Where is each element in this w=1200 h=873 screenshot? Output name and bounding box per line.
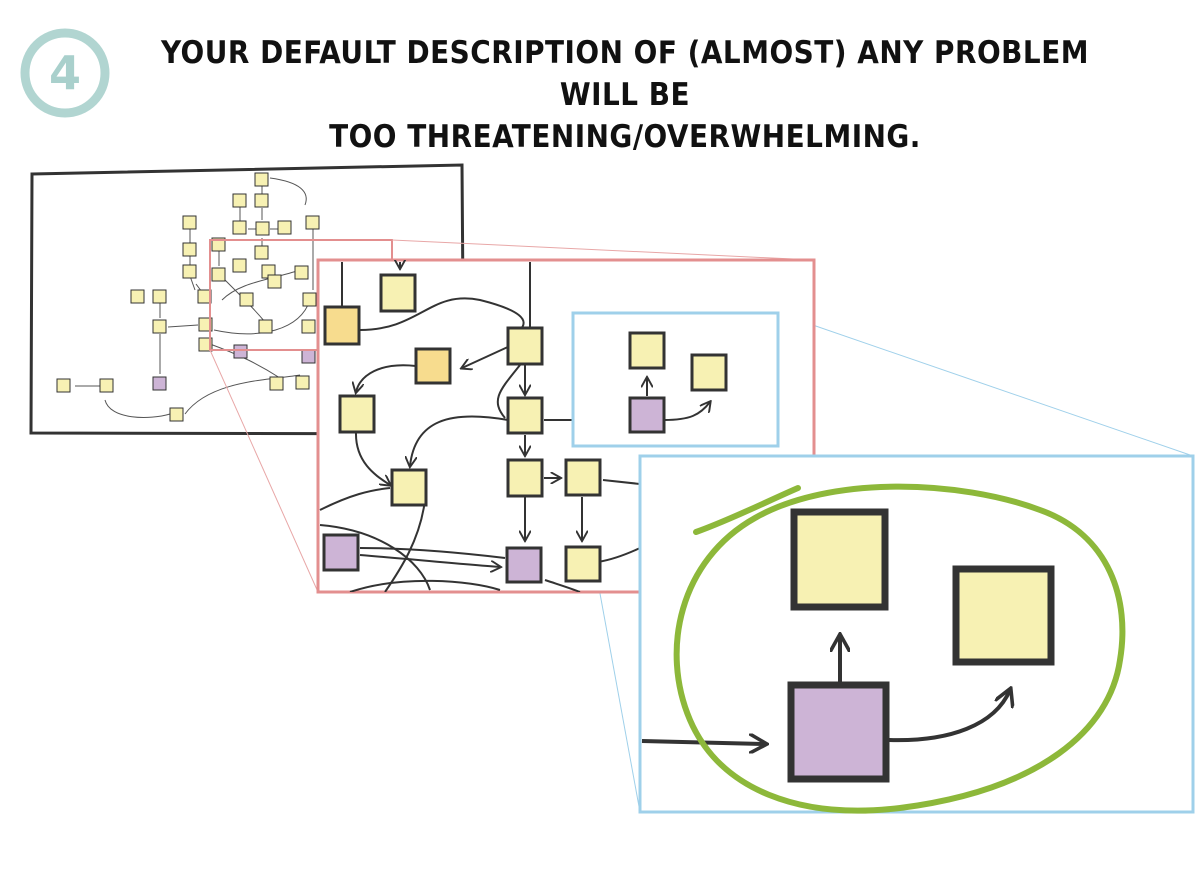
mini-node — [130, 289, 145, 304]
focus-outline — [673, 483, 1126, 814]
mini-node — [301, 319, 316, 334]
focus-node-purple — [787, 681, 890, 783]
mini-node — [254, 172, 269, 187]
mini-node — [182, 242, 197, 257]
mini-node — [182, 215, 197, 230]
step-number-badge: 4 — [20, 28, 110, 118]
mini-node — [239, 292, 254, 307]
overview-nodes — [56, 172, 320, 422]
mini-node — [152, 289, 167, 304]
zoom-level-2 — [571, 311, 780, 448]
title-line-2: TOO THREATENING/OVERWHELMING. — [329, 119, 921, 155]
node-yellow — [628, 331, 666, 370]
mini-node — [211, 237, 226, 252]
zoom2-edges — [647, 378, 710, 421]
mini-node — [198, 337, 213, 352]
mini-node — [169, 407, 184, 422]
node-purple — [322, 533, 360, 572]
mini-node — [302, 292, 317, 307]
mini-node — [294, 265, 309, 280]
step-number: 4 — [49, 46, 81, 100]
mini-node — [267, 274, 282, 289]
mini-node — [232, 220, 247, 235]
zoom3-nodes — [787, 508, 1055, 783]
node-purple — [628, 396, 666, 434]
node-yellow — [506, 326, 544, 366]
mini-node — [254, 193, 269, 208]
zoom1-nodes — [322, 273, 602, 584]
node-yellow — [564, 458, 602, 497]
zoom2-frame — [571, 311, 780, 448]
zoom3-frame — [638, 454, 1195, 814]
node-yellow — [690, 353, 728, 392]
focus-node-yellow — [790, 508, 889, 611]
mini-node-purple — [301, 349, 316, 364]
mini-node — [56, 378, 71, 393]
zoom2-nodes — [628, 331, 728, 434]
node-yellow — [390, 468, 428, 507]
mini-node — [232, 193, 247, 208]
mini-node-purple — [233, 344, 248, 359]
mini-node — [198, 317, 213, 332]
mini-node — [99, 378, 114, 393]
mini-node — [254, 245, 269, 260]
node-yellow — [506, 458, 544, 498]
node-orange — [323, 305, 361, 346]
slide-title: YOUR DEFAULT DESCRIPTION OF (ALMOST) ANY… — [130, 32, 1120, 158]
mini-node-purple — [152, 376, 167, 391]
node-purple — [505, 546, 543, 584]
focus-node-yellow — [952, 565, 1055, 666]
mini-node — [258, 319, 273, 334]
node-yellow — [379, 273, 417, 313]
node-yellow — [338, 394, 376, 434]
mini-node — [232, 258, 247, 273]
mini-node — [305, 215, 320, 230]
zoom-level-3 — [638, 454, 1195, 814]
node-yellow — [506, 396, 544, 435]
mini-node — [211, 267, 226, 282]
node-orange — [414, 347, 452, 385]
mini-node — [152, 319, 167, 334]
mini-node — [269, 376, 284, 391]
title-line-1: YOUR DEFAULT DESCRIPTION OF (ALMOST) ANY… — [160, 35, 1090, 113]
mini-node — [295, 375, 310, 390]
mini-node — [277, 220, 292, 235]
node-yellow — [564, 545, 602, 583]
mini-node — [182, 264, 197, 279]
mini-node — [255, 221, 270, 236]
